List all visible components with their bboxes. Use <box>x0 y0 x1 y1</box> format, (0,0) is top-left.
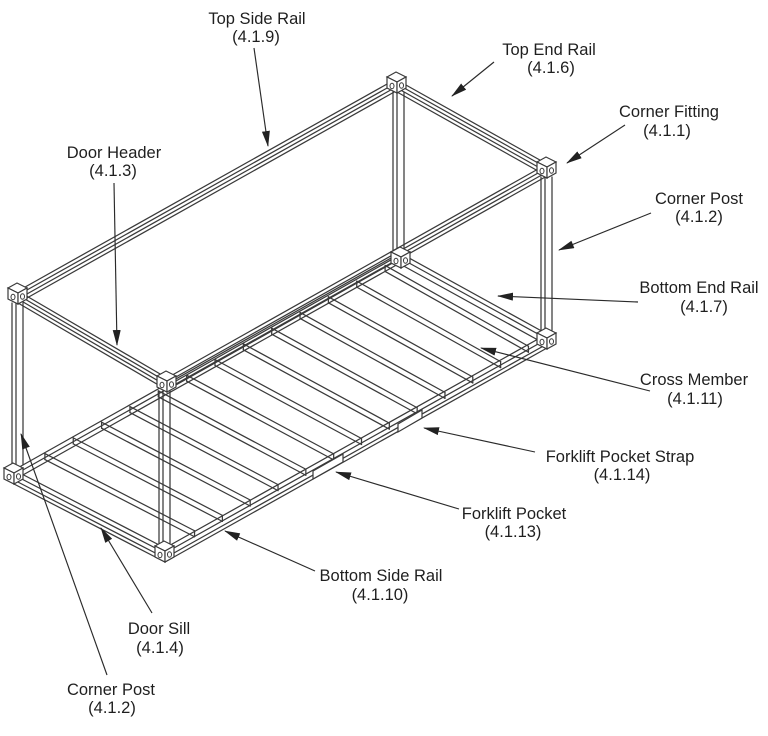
leader-bottom-side-rail <box>224 530 316 572</box>
part-name: Corner Fitting <box>619 103 719 121</box>
beam-top-side-rail-far <box>17 78 397 304</box>
corner-fitting-block <box>385 71 408 95</box>
corner-fitting-block <box>389 246 412 270</box>
part-name: Top Side Rail <box>208 10 305 28</box>
post-door-near <box>158 390 171 544</box>
cross-member-beam <box>214 358 363 446</box>
beam-door-sill <box>13 469 166 563</box>
corner-fitting-block <box>155 370 178 394</box>
cross-member-beam <box>242 343 390 430</box>
beam-bottom-side-rail-near <box>164 333 548 563</box>
leader-forklift-pocket <box>335 471 460 510</box>
beam-door-header <box>17 290 168 391</box>
part-name: Bottom End Rail <box>639 279 758 297</box>
part-number: (4.1.2) <box>675 208 723 226</box>
cross-member-beam <box>100 421 251 507</box>
label-corner-post-right: Corner Post (4.1.2) <box>655 190 743 226</box>
leader-top-side-rail <box>253 47 270 147</box>
cross-member-beam <box>384 264 530 353</box>
part-name: Door Sill <box>128 620 190 638</box>
forklift-pockets <box>312 408 423 481</box>
part-number: (4.1.1) <box>643 122 691 140</box>
part-number: (4.1.9) <box>232 28 280 46</box>
cross-member-beam <box>44 452 196 538</box>
cross-member-beam <box>157 390 307 476</box>
cross-member-beam <box>327 296 474 384</box>
label-top-end-rail: Top End Rail (4.1.6) <box>502 41 596 77</box>
label-bottom-end-rail: Bottom End Rail (4.1.7) <box>639 279 758 316</box>
label-forklift-pocket: Forklift Pocket (4.1.13) <box>462 505 567 541</box>
corner-fitting-block <box>153 540 176 564</box>
label-door-header: Door Header (4.1.3) <box>67 144 162 180</box>
part-name: Door Header <box>67 144 162 162</box>
cross-member-beam <box>129 405 279 492</box>
leader-bottom-end-rail <box>497 292 639 303</box>
cross-member-beam <box>186 374 335 461</box>
part-number: (4.1.14) <box>594 466 651 484</box>
label-forklift-pocket-strap: Forklift Pocket Strap (4.1.14) <box>546 448 695 484</box>
part-name: Forklift Pocket Strap <box>546 448 695 466</box>
cross-members <box>44 264 530 538</box>
leader-corner-post-right <box>558 212 652 251</box>
part-name: Top End Rail <box>502 41 596 59</box>
post-door-left <box>11 302 24 466</box>
label-corner-post-left: Corner Post (4.1.2) <box>67 681 155 717</box>
part-name: Forklift Pocket <box>462 505 567 523</box>
label-cross-member: Cross Member (4.1.11) <box>640 371 749 408</box>
part-number: (4.1.10) <box>352 586 409 604</box>
container-frame-drawing <box>2 71 558 564</box>
part-name: Cross Member <box>640 371 749 389</box>
labels: Top Side Rail (4.1.9) Top End Rail (4.1.… <box>67 10 759 717</box>
part-number: (4.1.4) <box>136 639 184 657</box>
part-number: (4.1.2) <box>88 699 136 717</box>
leader-forklift-pocket-strap <box>423 427 536 453</box>
part-name: Corner Post <box>655 190 743 208</box>
part-number: (4.1.3) <box>89 162 137 180</box>
part-name: Bottom Side Rail <box>320 567 443 585</box>
part-number: (4.1.13) <box>485 523 542 541</box>
corner-fitting-block <box>6 282 29 306</box>
leader-door-header <box>112 182 121 346</box>
leader-door-sill <box>100 527 153 614</box>
post-rear-far <box>392 91 405 251</box>
leader-top-end-rail <box>451 61 495 97</box>
forklift-pocket-strap-plate <box>397 408 423 434</box>
part-number: (4.1.6) <box>527 59 575 77</box>
part-name: Corner Post <box>67 681 155 699</box>
label-door-sill: Door Sill (4.1.4) <box>128 620 190 657</box>
label-bottom-side-rail: Bottom Side Rail (4.1.10) <box>320 567 443 604</box>
label-top-side-rail: Top Side Rail (4.1.9) <box>208 10 305 46</box>
forklift-pocket-opening <box>312 452 344 481</box>
corner-fitting-block <box>535 156 558 180</box>
post-rear-near <box>540 176 553 331</box>
cross-member-beam <box>72 437 223 522</box>
label-corner-fitting: Corner Fitting (4.1.1) <box>619 103 719 140</box>
part-number: (4.1.11) <box>667 390 723 408</box>
cross-member-beam <box>299 311 446 399</box>
part-number: (4.1.7) <box>680 298 728 316</box>
leader-lines <box>20 47 652 676</box>
beam-bottom-end-rail <box>399 252 548 346</box>
leader-corner-post-left <box>20 433 108 676</box>
corner-fitting-block <box>2 462 25 486</box>
beam-top-end-rail <box>396 79 548 177</box>
corner-fitting-block <box>535 327 558 351</box>
leader-cross-member <box>480 347 651 392</box>
beam-bottom-side-rail-far <box>13 252 401 481</box>
cross-member-beam <box>356 280 502 369</box>
leader-corner-fitting <box>566 124 626 164</box>
